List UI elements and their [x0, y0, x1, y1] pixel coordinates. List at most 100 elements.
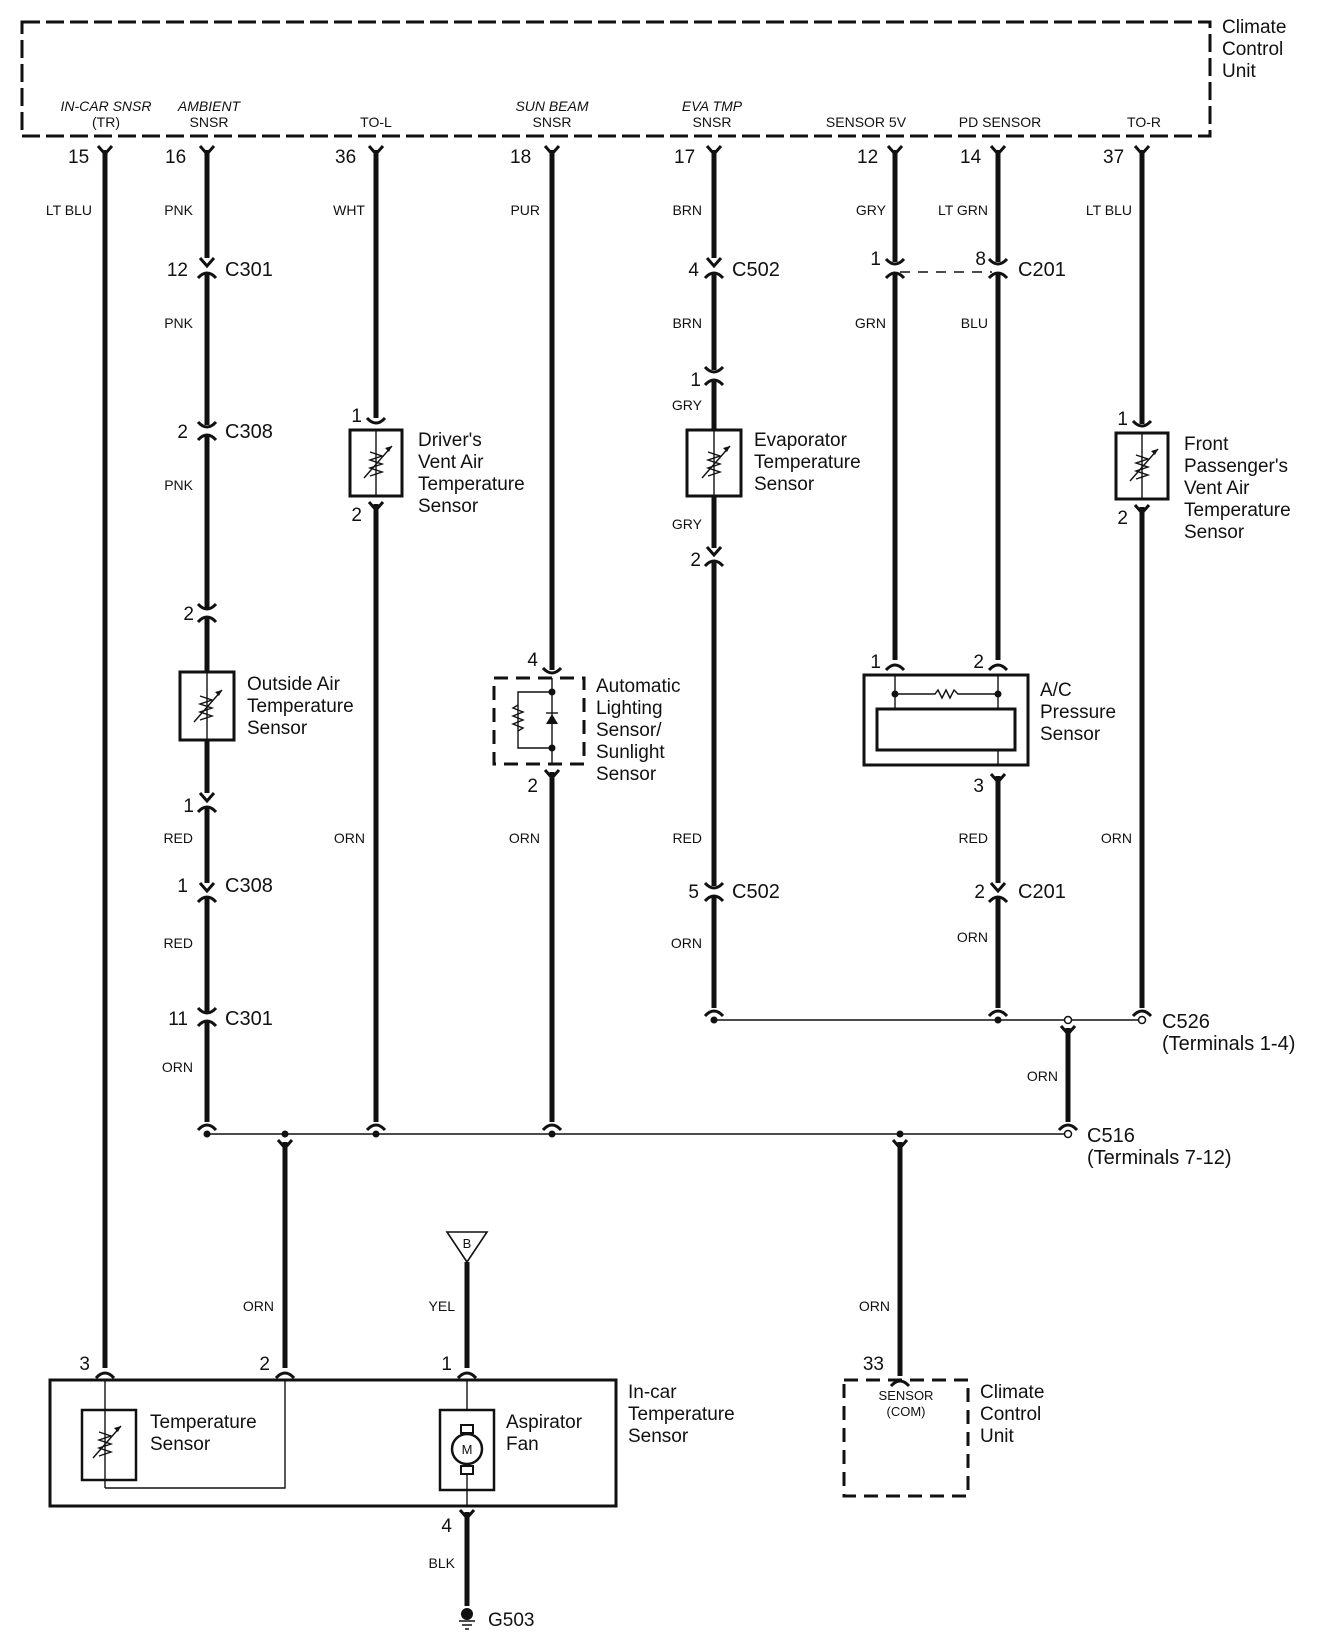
ac-name-2: Pressure	[1040, 702, 1116, 723]
incar-temp-name-1: Temperature	[150, 1412, 257, 1433]
wire-color-tol: WHT	[333, 202, 365, 218]
evap-name-2: Temperature	[754, 452, 861, 473]
incar-temp-name-2: Sensor	[150, 1434, 211, 1455]
wc-pd-mid: BLU	[961, 315, 988, 331]
pin-14: 14	[960, 147, 982, 168]
wc-eva-gry2: GRY	[672, 516, 703, 532]
top-wire-colors: LT BLU PNK WHT PUR BRN GRY LT GRN LT BLU	[46, 202, 1132, 218]
ccu-bot-label-2: (COM)	[887, 1404, 926, 1419]
outside-air-name-2: Temperature	[247, 696, 354, 717]
incar-fan-name-2: Fan	[506, 1434, 539, 1455]
pin-12: 12	[857, 147, 878, 168]
wire-sensor5v	[884, 144, 906, 672]
incar-pin4: 4	[441, 1516, 452, 1537]
fp-vent-name-1: Front	[1184, 434, 1229, 455]
ccu-bot-name-3: Unit	[980, 1426, 1015, 1447]
evap-name-1: Evaporator	[754, 430, 848, 451]
c301-top-pin: 12	[167, 260, 188, 281]
label-ambient-1: AMBIENT	[177, 98, 242, 114]
power-source-label: B	[463, 1236, 472, 1251]
pin-15: 15	[68, 147, 89, 168]
c308-top-pin: 2	[177, 422, 188, 443]
c502-top-name: C502	[732, 259, 780, 281]
drv-vent-name-1: Driver's	[418, 430, 482, 451]
sunlight-pin-bot: 2	[527, 776, 538, 797]
wire-color-s5v: GRY	[856, 202, 887, 218]
pin-17: 17	[674, 147, 695, 168]
pin-37: 37	[1103, 147, 1124, 168]
wire-color-eva: BRN	[672, 202, 702, 218]
wc-ambient-mid2: PNK	[164, 477, 193, 493]
outside-air-name-1: Outside Air	[247, 674, 341, 695]
wc-sunbeam-low: ORN	[509, 830, 540, 846]
c516-sub: (Terminals 7-12)	[1087, 1147, 1231, 1169]
fp-vent-name-3: Vent Air	[1184, 478, 1250, 499]
connector-labels: 12 C301 2 C308 1 C308 11 C301 4 C502 5 C…	[167, 249, 1296, 1169]
wc-pd-low2: ORN	[957, 929, 988, 945]
c201-top-pin: 8	[975, 249, 986, 270]
incar-pin2: 2	[259, 1354, 270, 1375]
ac-pressure-sensor-symbol	[862, 673, 1030, 767]
wc-fan-supply: YEL	[429, 1298, 456, 1314]
drv-vent-pin-bot: 2	[351, 505, 362, 526]
label-sunbeam-1: SUN BEAM	[515, 98, 588, 114]
ccu-bot-label-1: SENSOR	[879, 1388, 934, 1403]
ac-pin3: 3	[973, 776, 984, 797]
wc-incar-pin2: ORN	[243, 1298, 274, 1314]
drv-vent-name-4: Sensor	[418, 496, 479, 517]
climate-control-unit-top: Climate Control Unit	[20, 17, 1286, 138]
sunlight-name-5: Sensor	[596, 764, 657, 785]
label-incar-1: IN-CAR SNSR	[60, 98, 151, 114]
fp-vent-pin-top: 1	[1117, 409, 1128, 430]
top-terminal-labels: IN-CAR SNSR (TR) AMBIENT SNSR TO-L SUN B…	[60, 98, 1160, 130]
c516-bus	[203, 1129, 1073, 1388]
outside-air-pin-bot: 1	[183, 796, 194, 817]
incar-fan-name-1: Aspirator	[506, 1412, 583, 1433]
pin-36: 36	[335, 147, 356, 168]
c526-bus	[710, 1015, 1147, 1132]
c502-bot-name: C502	[732, 881, 780, 903]
fp-vent-name-5: Sensor	[1184, 522, 1245, 543]
c201-s5v-pin: 1	[870, 249, 881, 270]
pin-18: 18	[510, 147, 531, 168]
wire-eva	[685, 144, 743, 1018]
wc-s5v-mid: GRN	[855, 315, 886, 331]
sunlight-name-2: Lighting	[596, 698, 663, 719]
wire-ambient	[178, 144, 236, 1132]
label-sunbeam-2: SNSR	[533, 114, 572, 130]
wc-ambient-low3: ORN	[162, 1059, 193, 1075]
wire-incar	[94, 144, 116, 1380]
c201-bot-name: C201	[1018, 881, 1066, 903]
evap-pin-top: 1	[690, 370, 701, 391]
c201-bot-pin: 2	[974, 882, 985, 903]
c308-top-name: C308	[225, 421, 273, 443]
wire-tor	[1114, 144, 1170, 1018]
drv-vent-name-3: Temperature	[418, 474, 525, 495]
wc-ccu-com: ORN	[859, 1298, 890, 1314]
ground-name: G503	[488, 1610, 534, 1631]
label-tor: TO-R	[1127, 114, 1161, 130]
wc-ambient-low1: RED	[163, 830, 193, 846]
power-source-b: B	[445, 1231, 489, 1380]
ground-g503	[458, 1508, 476, 1630]
c502-bot-pin: 5	[688, 882, 699, 903]
incar-pin3: 3	[79, 1354, 90, 1375]
wc-c526-c516: ORN	[1027, 1068, 1058, 1084]
sunlight-pin-top: 4	[527, 650, 538, 671]
c526-name: C526	[1162, 1011, 1210, 1033]
component-pin-numbers: 1 2 2 1 4 2 1 2 1 2 3 1 2 3 2 1 4 33	[79, 370, 1128, 1537]
wire-color-pd: LT GRN	[938, 202, 988, 218]
wire-color-incar: LT BLU	[46, 202, 92, 218]
label-sensor5v: SENSOR 5V	[826, 114, 907, 130]
wc-ground: BLK	[429, 1555, 456, 1571]
top-pin-numbers: 15 16 36 18 17 12 14 37	[68, 147, 1124, 168]
c526-sub: (Terminals 1-4)	[1162, 1033, 1295, 1055]
incar-pin1: 1	[441, 1354, 452, 1375]
label-evatmp-2: SNSR	[693, 114, 732, 130]
evap-name-3: Sensor	[754, 474, 815, 495]
fp-vent-name-2: Passenger's	[1184, 456, 1288, 477]
incar-name-2: Temperature	[628, 1404, 735, 1425]
ccu-top-name-1: Climate	[1222, 17, 1286, 38]
wire-color-ambient: PNK	[164, 202, 193, 218]
wire-tol	[348, 144, 404, 1132]
